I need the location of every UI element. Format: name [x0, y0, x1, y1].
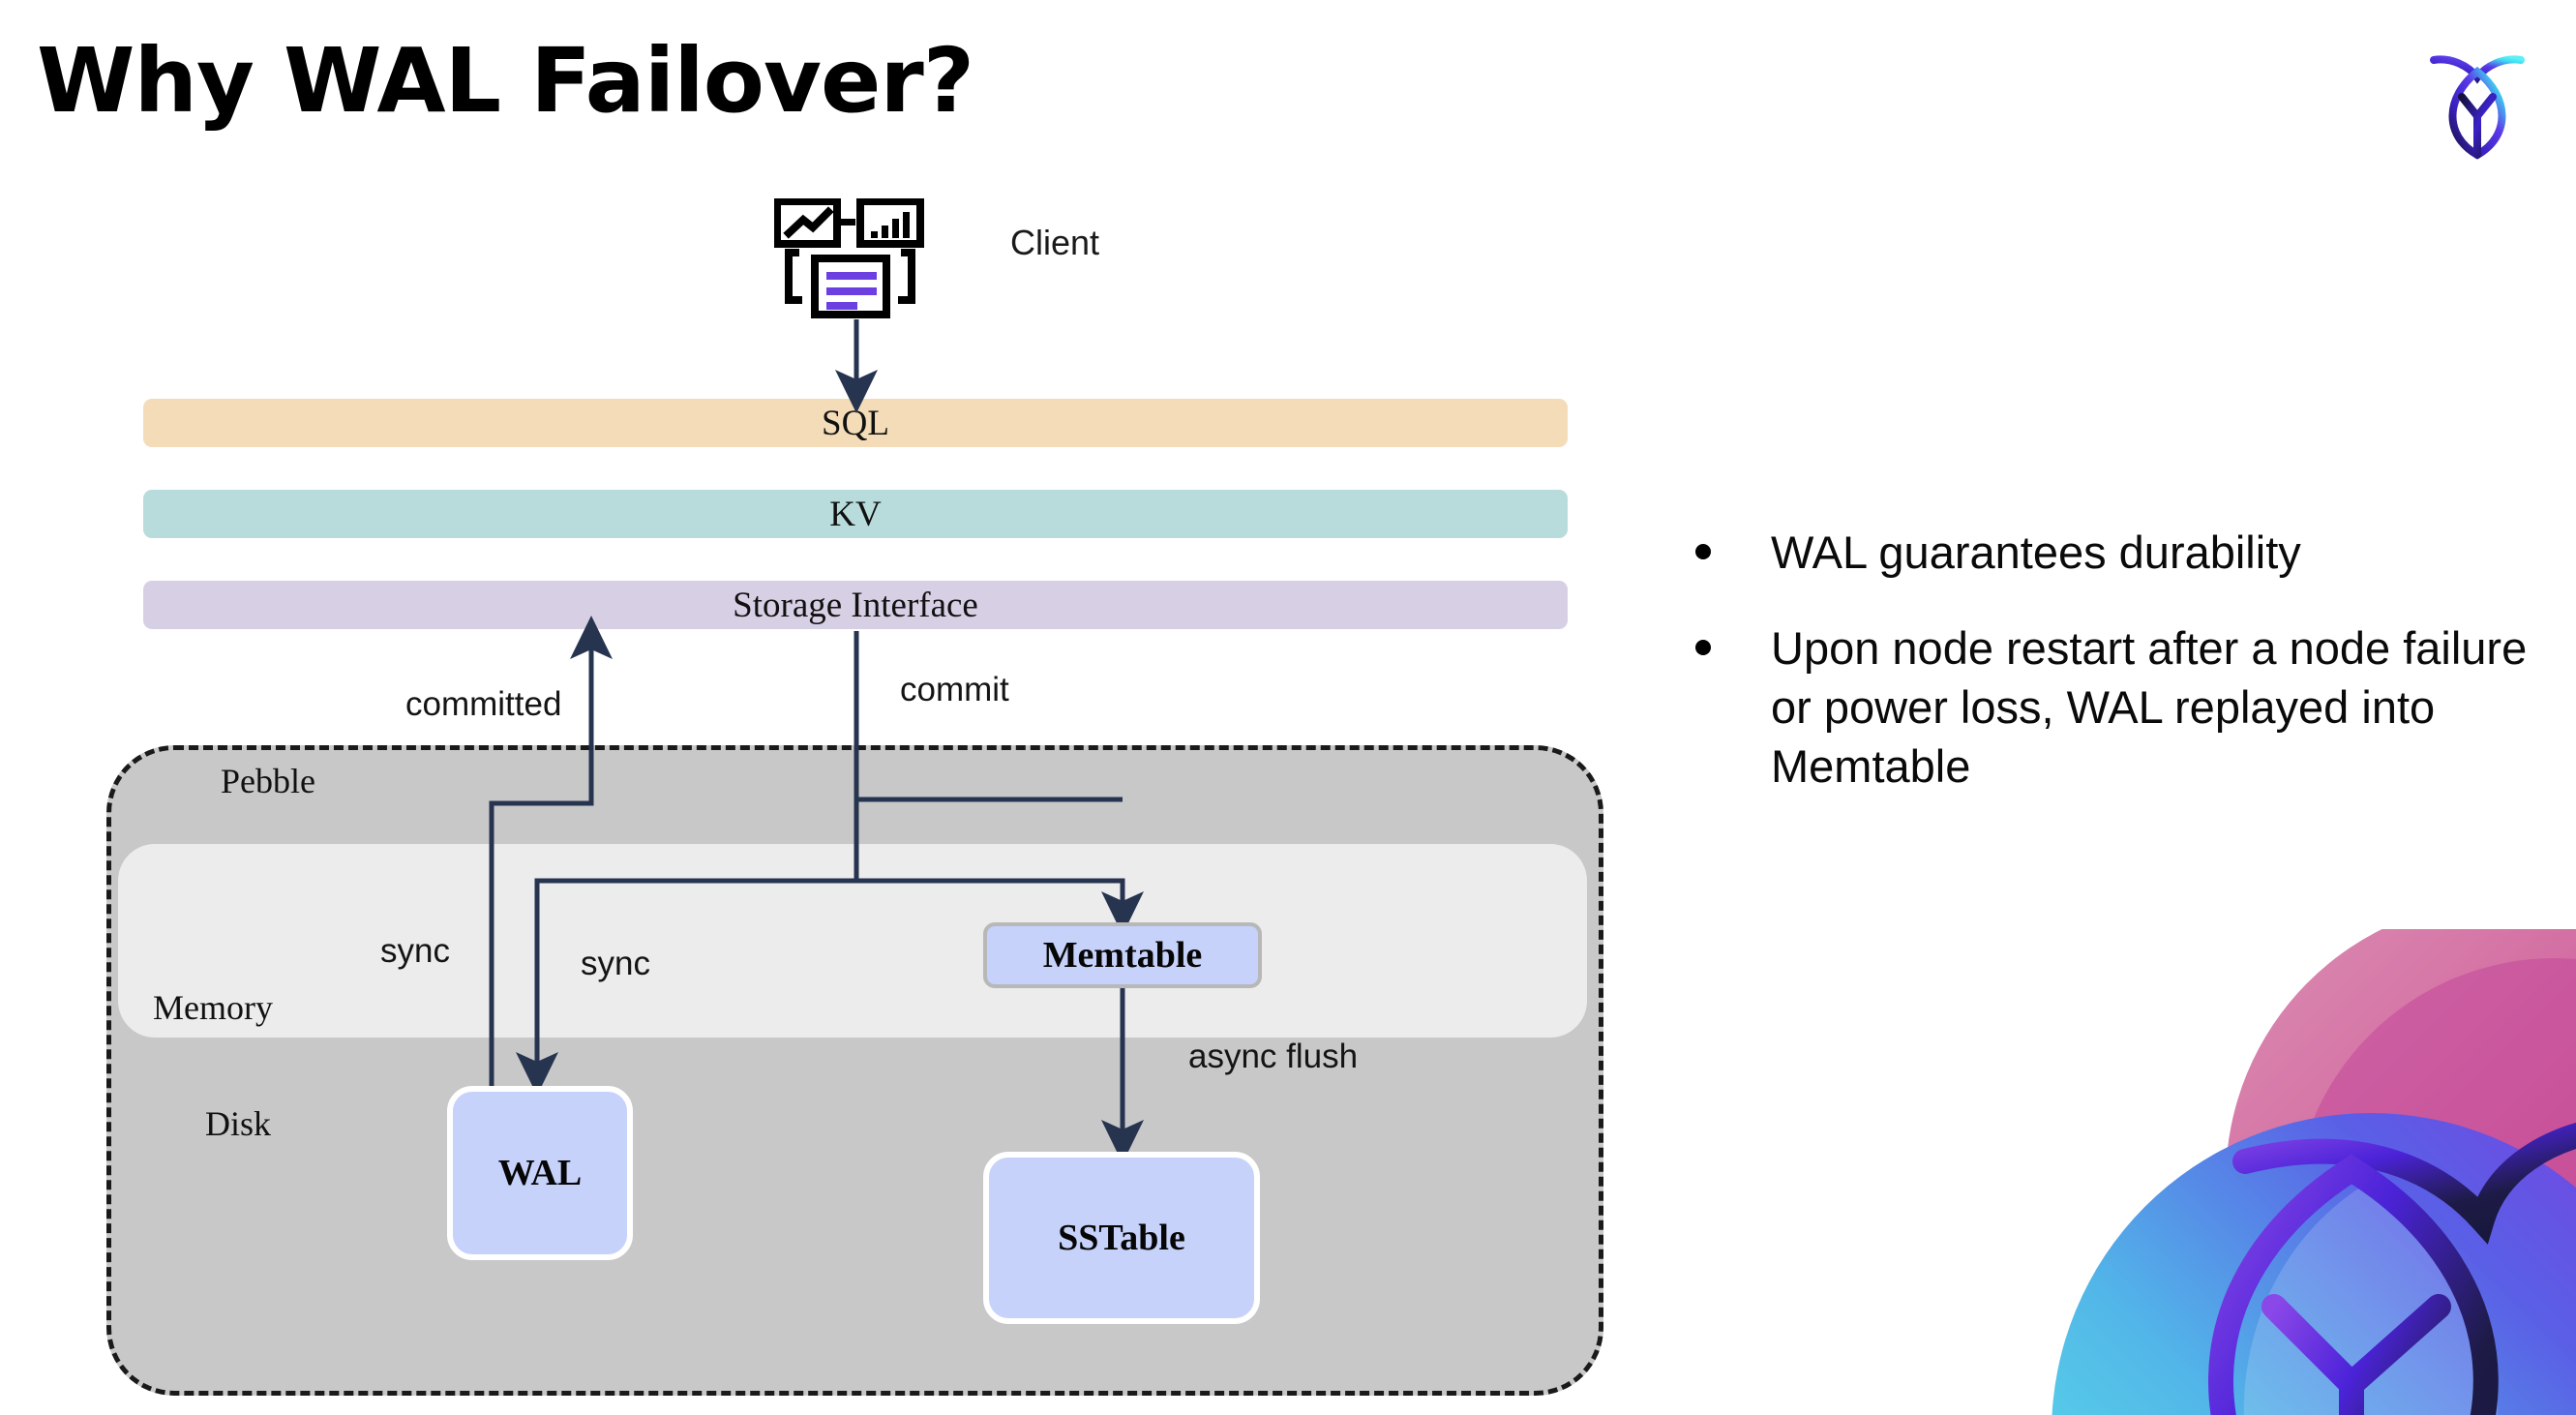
bullet-dot-icon — [1695, 640, 1711, 656]
memory-label: Memory — [153, 988, 273, 1027]
layer-bar-storage-interface-label: Storage Interface — [733, 585, 978, 625]
node-memtable: Memtable — [983, 922, 1262, 988]
edge-label-async-flush: async flush — [1188, 1038, 1359, 1075]
layer-bar-sql: SQL — [143, 399, 1568, 447]
bullet-text: WAL guarantees durability — [1771, 527, 2301, 578]
node-sstable-label: SSTable — [1058, 1218, 1185, 1258]
node-wal: WAL — [447, 1086, 633, 1260]
client-label: Client — [1010, 223, 1100, 262]
edge-label-sync-1: sync — [380, 932, 450, 970]
cockroach-leaf-logo-icon — [2405, 27, 2550, 172]
edge-label-committed: committed — [405, 685, 562, 723]
bullet-text: Upon node restart after a node failure o… — [1771, 622, 2528, 793]
node-sstable: SSTable — [983, 1152, 1260, 1324]
edge-label-commit: commit — [900, 671, 1009, 708]
layer-bar-kv: KV — [143, 490, 1568, 538]
layer-bar-storage-interface: Storage Interface — [143, 581, 1568, 629]
pebble-label: Pebble — [221, 762, 315, 800]
layer-bar-kv-label: KV — [829, 494, 882, 534]
page-title: Why WAL Failover? — [37, 29, 974, 133]
bullet-list: WAL guarantees durability Upon node rest… — [1695, 523, 2528, 832]
list-item: WAL guarantees durability — [1695, 523, 2528, 582]
node-memtable-label: Memtable — [1042, 935, 1203, 976]
memory-region — [118, 844, 1587, 1038]
node-wal-label: WAL — [497, 1153, 583, 1193]
client-analytics-document-icon — [773, 197, 929, 319]
bullet-dot-icon — [1695, 544, 1711, 559]
layer-bar-sql-label: SQL — [822, 403, 889, 443]
cockroach-leaf-watermark-icon — [1955, 929, 2576, 1415]
disk-label: Disk — [205, 1104, 272, 1143]
pebble-container — [106, 745, 1603, 1396]
list-item: Upon node restart after a node failure o… — [1695, 618, 2528, 796]
edge-label-sync-2: sync — [581, 945, 650, 982]
